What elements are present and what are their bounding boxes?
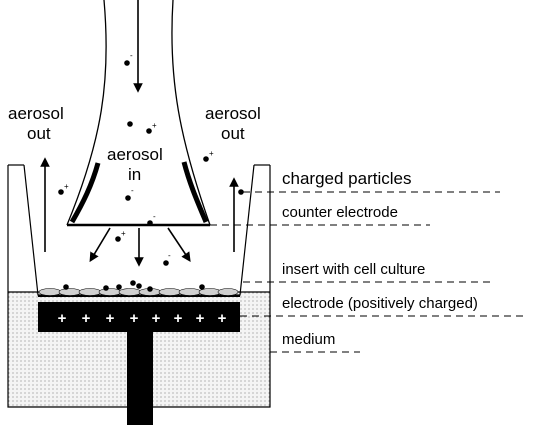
electrode-plus-signs: + + + + + + + + — [58, 310, 227, 327]
label-insert-with-cell-culture: insert with cell culture — [282, 261, 425, 278]
funnel-right-wall — [171, 0, 211, 226]
cell-culture-layer — [38, 288, 239, 296]
particle-neg-2-sign: - — [131, 186, 134, 195]
aerosol-out-right-line2: out — [221, 124, 245, 143]
particle-neg-4-sign: - — [168, 251, 171, 260]
particle-pos-2-sign: + — [121, 229, 126, 238]
counter-electrode-right — [181, 161, 209, 223]
funnel-left-wall — [66, 0, 107, 226]
aerosol-out-right-line1: aerosol — [205, 104, 261, 123]
downflow-arrow-right — [167, 227, 191, 262]
inlet-funnel — [66, 0, 211, 227]
particle-neg-3-sign: - — [153, 212, 156, 221]
insert — [23, 164, 255, 297]
electrode-stem — [127, 332, 153, 425]
electrode-plus-6: + — [174, 310, 183, 327]
particle-neutral-1 — [127, 121, 133, 127]
particle-pos-2 — [115, 236, 121, 242]
particle-pos-3 — [58, 189, 64, 195]
label-electrode: electrode (positively charged) — [282, 295, 478, 312]
particle-pos-4 — [203, 156, 209, 162]
particle-neg-4 — [163, 260, 169, 266]
bottom-electrode: + + + + + + + + — [38, 302, 240, 425]
particle-neg-3 — [147, 220, 153, 226]
downflow-arrow-left — [89, 227, 111, 263]
electrode-plus-1: + — [58, 310, 67, 327]
counter-electrode-left — [69, 162, 101, 224]
callout-lines — [210, 191, 525, 353]
particle-pos-4-sign: + — [209, 149, 214, 158]
particle-pos-5 — [238, 189, 244, 195]
label-counter-electrode: counter electrode — [282, 204, 398, 221]
electrode-plus-3: + — [106, 310, 115, 327]
electrode-plus-5: + — [152, 310, 161, 327]
electrode-plus-2: + — [82, 310, 91, 327]
label-charged-particles: charged particles — [282, 169, 411, 188]
particle-neg-1 — [124, 60, 130, 66]
deposited-particles — [63, 280, 205, 292]
electrode-plus-8: + — [218, 310, 227, 327]
particle-neg-1-sign: - — [130, 51, 133, 60]
charged-particles: - + - - + - + + — [58, 51, 244, 266]
aerosol-out-left-line1: aerosol — [8, 104, 64, 123]
aerosol-out-left-line2: out — [27, 124, 51, 143]
callout-labels: charged particles counter electrode inse… — [282, 169, 478, 348]
particle-pos-1-sign: + — [152, 121, 157, 130]
electrode-plus-4: + — [130, 310, 139, 327]
label-medium: medium — [282, 331, 335, 348]
particle-neg-2 — [125, 195, 131, 201]
electrode-plus-7: + — [196, 310, 205, 327]
particle-pos-1 — [146, 128, 152, 134]
electrode-plate — [38, 302, 240, 332]
flow-labels: aerosol out aerosol out aerosol in — [8, 104, 261, 184]
aerosol-in-line2: in — [128, 165, 141, 184]
particle-pos-3-sign: + — [64, 182, 69, 191]
flow-arrows — [40, 0, 239, 267]
aerosol-in-line1: aerosol — [107, 145, 163, 164]
